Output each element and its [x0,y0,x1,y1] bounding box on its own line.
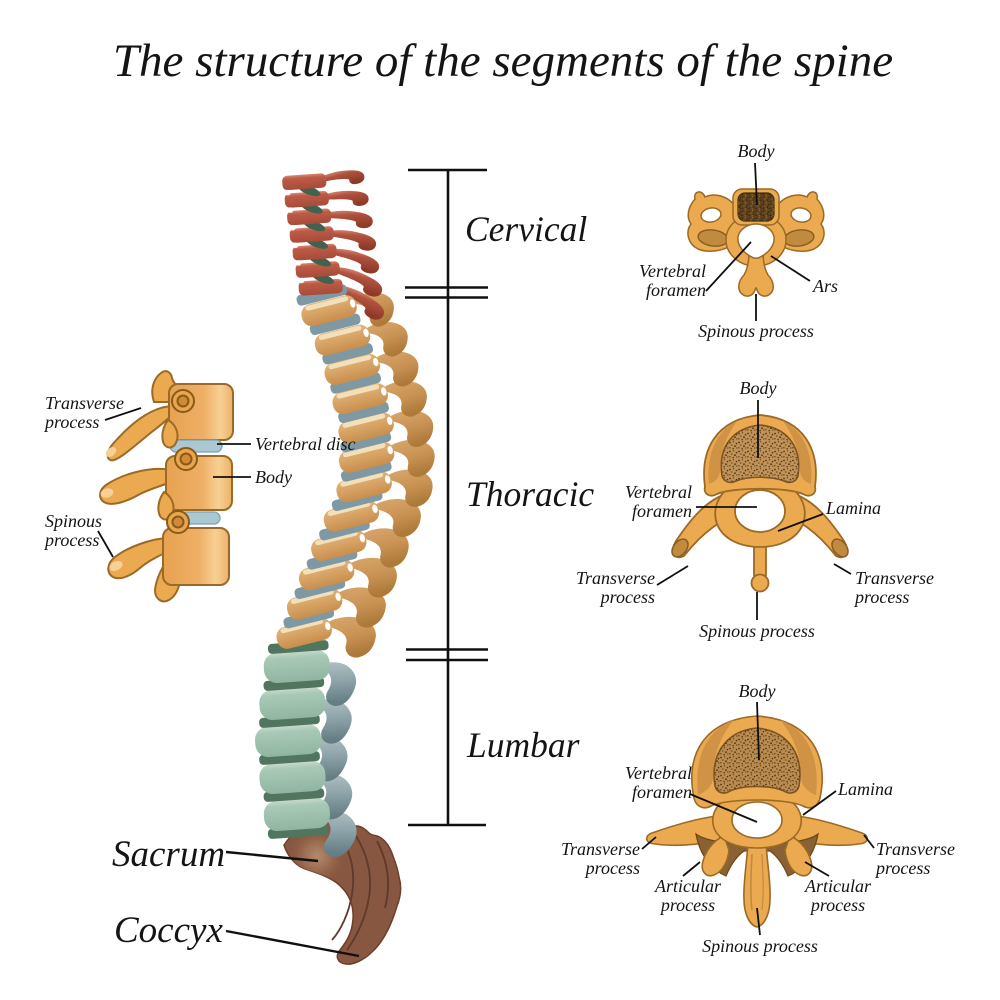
svg-text:Transverse: Transverse [576,568,655,588]
svg-text:Spinous process: Spinous process [699,621,815,641]
svg-text:Body: Body [740,378,777,398]
svg-text:Spinous process: Spinous process [702,936,818,956]
svg-text:Lamina: Lamina [837,779,893,799]
svg-text:Transverse: Transverse [561,839,640,859]
svg-text:Ars: Ars [812,276,838,296]
svg-text:The structure of the segments: The structure of the segments of the spi… [113,35,893,87]
svg-text:process: process [874,858,930,878]
svg-text:process: process [43,412,99,432]
svg-text:process: process [809,895,865,915]
svg-text:Articular: Articular [804,876,872,896]
svg-text:foramen: foramen [632,501,692,521]
svg-text:Transverse: Transverse [45,393,124,413]
svg-text:Vertebral: Vertebral [625,482,692,502]
svg-text:Transverse: Transverse [876,839,955,859]
svg-text:Sacrum: Sacrum [112,834,225,875]
svg-text:Cervical: Cervical [465,209,587,249]
svg-text:Vertebral: Vertebral [639,261,706,281]
svg-text:Vertebral: Vertebral [625,763,692,783]
svg-text:Body: Body [739,681,776,701]
svg-text:Spinous: Spinous [45,511,102,531]
svg-text:process: process [853,587,909,607]
svg-text:Articular: Articular [654,876,722,896]
svg-text:process: process [659,895,715,915]
svg-text:foramen: foramen [646,280,706,300]
svg-text:foramen: foramen [632,782,692,802]
svg-text:process: process [599,587,655,607]
svg-text:Spinous process: Spinous process [698,321,814,341]
svg-text:Body: Body [255,467,292,487]
svg-text:Body: Body [738,141,775,161]
svg-text:process: process [43,530,99,550]
svg-text:Lamina: Lamina [825,498,881,518]
svg-text:process: process [584,858,640,878]
svg-text:Transverse: Transverse [855,568,934,588]
svg-text:Thoracic: Thoracic [466,474,594,514]
svg-text:Lumbar: Lumbar [466,725,580,765]
svg-text:Vertebral disc: Vertebral disc [255,434,356,454]
svg-text:Coccyx: Coccyx [114,910,223,951]
